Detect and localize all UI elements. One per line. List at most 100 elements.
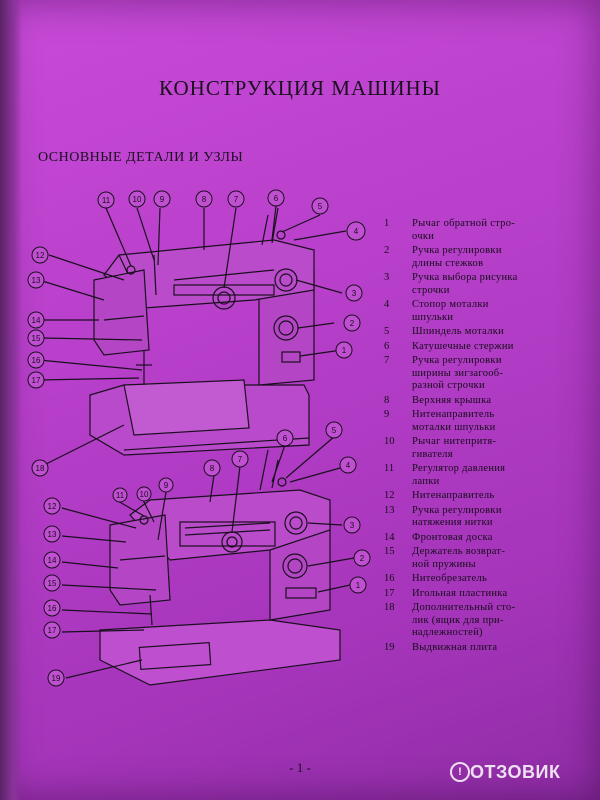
legend-text: натяжения нитки — [412, 517, 493, 528]
legend-text: ширины зигзагооб- — [412, 367, 504, 379]
legend-number: 13 — [384, 504, 395, 516]
legend-text: Рычаг обратной стро- — [412, 218, 516, 229]
callout-2: 2 — [350, 319, 355, 328]
legend-text: лик (ящик для при- — [412, 614, 504, 626]
callout-7: 7 — [238, 455, 243, 464]
legend-text: Ручка выбора рисунка — [412, 272, 518, 283]
otzovik-logo-icon: ! — [450, 762, 470, 782]
legend-text: разной строчки — [412, 380, 485, 391]
legend-number: 16 — [384, 573, 395, 584]
legend-number: 19 — [384, 641, 395, 653]
legend-text: Рычаг нитепритя- — [412, 436, 497, 447]
legend-number: 12 — [384, 490, 395, 501]
legend-text: Регулятор давления — [412, 463, 506, 474]
callout-1: 1 — [356, 581, 361, 590]
watermark: ОТЗОВИК — [470, 762, 561, 782]
legend-number: 8 — [384, 394, 390, 406]
sewing-machine-diagram-bottom: 1 2 3 4 5 6 7 8 9 10 11 12 13 14 15 16 1… — [43, 421, 371, 687]
legend-text: очки — [412, 230, 435, 242]
legend-text: Игольная пластинка — [412, 587, 508, 599]
legend-text: надлежностей) — [412, 627, 483, 638]
legend-text: Ручка регулировки — [412, 355, 502, 366]
legend-text: Ручка регулировки — [412, 245, 502, 256]
legend-number: 7 — [384, 355, 390, 366]
legend-text: строчки — [412, 284, 450, 296]
legend-text: Нитенаправитель — [412, 409, 495, 420]
legend-text: Верхняя крышка — [412, 394, 492, 406]
callout-5: 5 — [332, 426, 337, 435]
callout-6: 6 — [283, 434, 288, 443]
callout-3: 3 — [352, 289, 357, 298]
callout-16: 16 — [48, 604, 57, 613]
callout-11: 11 — [102, 196, 111, 205]
callout-7: 7 — [234, 195, 239, 204]
legend-text: Держатель возврат- — [412, 546, 506, 557]
callout-15: 15 — [32, 334, 41, 343]
book-spine-shadow — [0, 0, 22, 800]
legend-number: 2 — [384, 245, 390, 256]
callout-8: 8 — [202, 195, 207, 204]
callout-13: 13 — [32, 276, 41, 285]
callout-10: 10 — [133, 195, 142, 204]
callout-18: 18 — [36, 464, 45, 473]
legend-number: 14 — [384, 531, 395, 543]
legend-text: Стопор моталки — [412, 299, 489, 310]
legend-item-8: 8 Верхняя крышка — [384, 395, 580, 408]
legend-item-6: 6 Катушечные стержни — [384, 341, 580, 354]
legend-number: 1 — [384, 218, 390, 229]
callout-12: 12 — [48, 502, 57, 511]
callout-16: 16 — [32, 356, 41, 365]
legend-item-17: 17 Игольная пластинка — [384, 588, 580, 601]
legend-text: Шпиндель моталки — [412, 326, 505, 337]
callout-1: 1 — [342, 346, 347, 355]
callout-10: 10 — [140, 490, 149, 499]
legend-text: лапки — [412, 475, 440, 487]
legend-number: 11 — [384, 463, 395, 474]
legend-text: шпульки — [412, 311, 454, 323]
legend-text: Нитеобрезатель — [412, 573, 488, 584]
callout-19: 19 — [52, 674, 61, 683]
callout-13: 13 — [48, 530, 57, 539]
legend-number: 4 — [384, 299, 390, 310]
legend-text: Фронтовая доска — [412, 531, 493, 543]
callout-8: 8 — [210, 464, 215, 473]
legend-text: Катушечные стержни — [412, 340, 514, 352]
callout-14: 14 — [48, 556, 57, 565]
callout-4: 4 — [346, 461, 351, 470]
legend-number: 17 — [384, 587, 395, 599]
legend-number: 6 — [384, 340, 390, 352]
callout-15: 15 — [48, 579, 57, 588]
page-title: КОНСТРУКЦИЯ МАШИНЫ — [159, 76, 441, 100]
sewing-machine-diagram-top: 1 2 3 4 5 6 7 8 9 10 11 12 13 14 15 16 1… — [27, 189, 366, 477]
legend-text: Дополнительный сто- — [412, 602, 516, 613]
legend-text: гивателя — [412, 448, 453, 460]
legend-text: ной пружины — [412, 558, 476, 570]
legend-number: 5 — [384, 326, 390, 337]
legend-item-19: 19 Выдвижная плита — [384, 642, 580, 655]
legend-item-1: 1 Рычаг обратной стро-очки — [384, 218, 580, 243]
callout-5: 5 — [318, 202, 323, 211]
callout-2: 2 — [360, 554, 365, 563]
legend-item-5: 5 Шпиндель моталки — [384, 326, 580, 339]
callout-6: 6 — [274, 194, 279, 203]
callout-11: 11 — [116, 491, 125, 500]
callout-14: 14 — [32, 316, 41, 325]
section-subtitle: ОСНОВНЫЕ ДЕТАЛИ И УЗЛЫ — [38, 150, 244, 165]
callout-4: 4 — [354, 227, 359, 236]
legend-number: 15 — [384, 546, 395, 557]
legend-text: Выдвижная плита — [412, 641, 498, 653]
legend-text: Ручка регулировки — [412, 504, 502, 516]
callout-9: 9 — [160, 195, 165, 204]
page-number: - 1 - — [289, 760, 311, 775]
